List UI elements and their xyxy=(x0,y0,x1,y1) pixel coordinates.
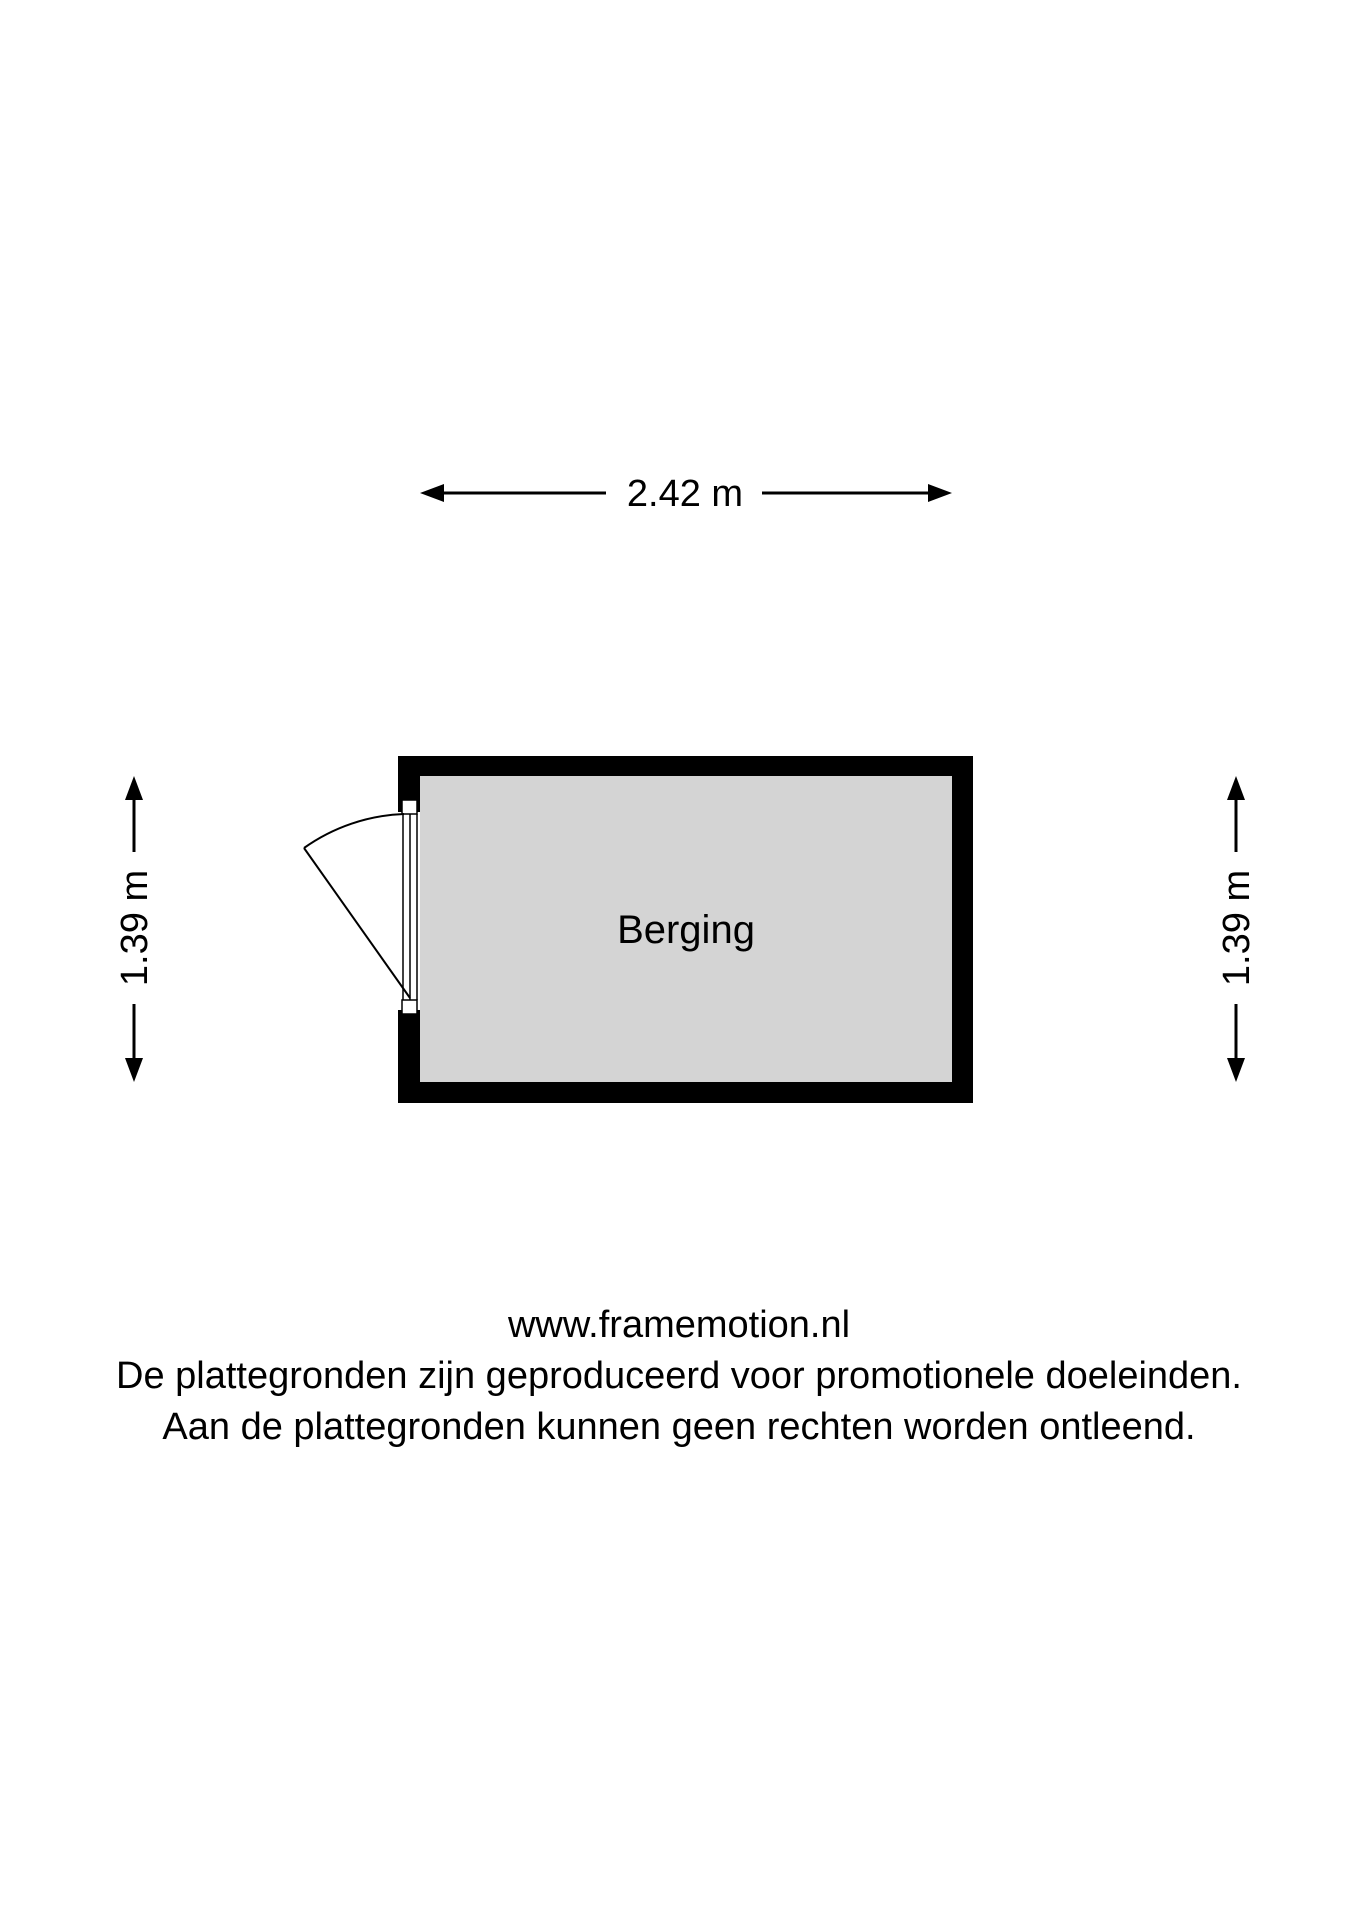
disclaimer-line-1: De plattegronden zijn geproduceerd voor … xyxy=(116,1355,1242,1397)
width-dimension: 2.42 m xyxy=(420,473,952,515)
arrow-up-icon xyxy=(125,776,143,800)
arrow-left-icon xyxy=(420,484,444,502)
arrow-down-icon xyxy=(1227,1058,1245,1082)
door-leaf xyxy=(303,847,411,999)
height-left-label: 1.39 m xyxy=(114,870,156,986)
room-label: Berging xyxy=(617,908,755,952)
arrow-up-icon xyxy=(1227,776,1245,800)
door-jamb-top xyxy=(401,799,418,815)
door-swing-arc xyxy=(303,813,405,849)
width-dimension-label: 2.42 m xyxy=(627,473,743,515)
arrow-right-icon xyxy=(928,484,952,502)
arrow-down-icon xyxy=(125,1058,143,1082)
room-floor xyxy=(420,776,952,1082)
height-dimension-left: 1.39 m xyxy=(114,776,156,1082)
door-jamb-bottom xyxy=(401,999,418,1015)
disclaimer-line-2: Aan de plattegronden kunnen geen rechten… xyxy=(162,1406,1196,1448)
height-dimension-right: 1.39 m xyxy=(1216,776,1258,1082)
website-text: www.framemotion.nl xyxy=(507,1304,851,1346)
height-right-label: 1.39 m xyxy=(1216,870,1258,986)
room-berging: Berging xyxy=(303,756,973,1103)
footer-disclaimer: www.framemotion.nl De plattegronden zijn… xyxy=(0,1300,1358,1453)
